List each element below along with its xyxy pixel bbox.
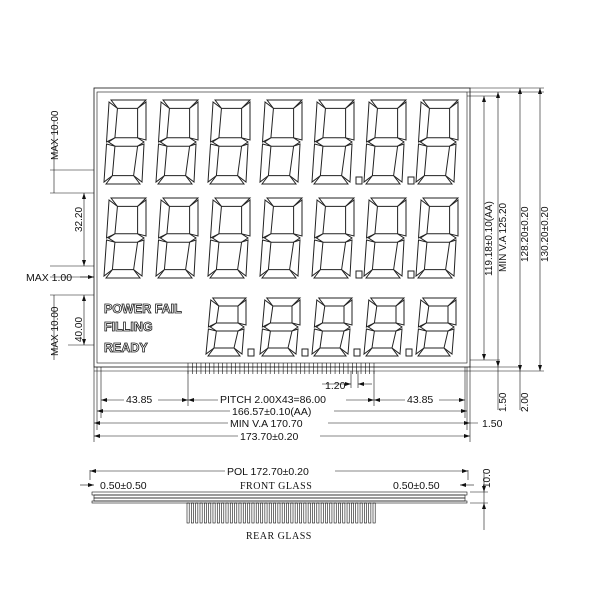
rear-glass-label: REAR GLASS	[246, 531, 312, 542]
digit	[205, 297, 255, 357]
digit	[415, 99, 460, 185]
digit	[259, 197, 304, 279]
digit	[363, 197, 415, 279]
digit	[259, 297, 309, 357]
front-glass-label: FRONT GLASS	[240, 481, 312, 492]
dim-pol-offset-right: 0.50±0.50	[393, 480, 440, 492]
dim-max-10-top: MAX 10.00	[50, 110, 61, 160]
dim-aa-width: 166.57±0.10(AA)	[232, 406, 311, 418]
digit	[415, 197, 460, 279]
digit	[207, 197, 252, 279]
indicator-labels: POWER FAIL FILLING READY	[104, 302, 183, 356]
dim-130-20: 130.20±0.20	[540, 206, 551, 262]
digit	[155, 197, 200, 279]
digit	[415, 297, 458, 357]
dim-2-00: 2.00	[520, 392, 531, 412]
dim-outline-width: 173.70±0.20	[240, 431, 298, 443]
dim-max-1-00: MAX 1.00	[26, 272, 72, 284]
digit	[207, 99, 252, 185]
dim-side-10-0: 10.0	[482, 468, 493, 488]
dim-pol-offset-left: 0.50±0.50	[100, 480, 147, 492]
dim-min-va-height: MIN V.A 125.20	[498, 202, 509, 272]
left-dimensions: MAX 10.00 32.20 MAX 1.00 MAX 10.00 40.00	[26, 110, 94, 360]
dim-max-10-bottom: MAX 10.00	[50, 306, 61, 356]
side-view: POL 172.70±0.20 0.50±0.50 0.50±0.50 FRON…	[80, 465, 493, 542]
dim-min-va-width: MIN V.A 170.70	[230, 418, 303, 430]
dim-1-50-b: 1.50	[482, 418, 503, 430]
digit	[103, 197, 148, 279]
side-pins	[186, 502, 376, 524]
dim-43-85-right: 43.85	[407, 394, 433, 406]
dim-aa-height: 119.18±0.10(AA)	[484, 201, 495, 276]
digit	[103, 99, 148, 185]
dim-128-20: 128.20±0.20	[520, 206, 531, 262]
dim-1-50-a: 1.50	[498, 392, 509, 412]
digit	[155, 99, 200, 185]
seven-segment-digits	[103, 99, 460, 357]
power-fail-label: POWER FAIL	[104, 302, 182, 316]
right-dimensions: 119.18±0.10(AA) MIN V.A 125.20 128.20±0.…	[467, 87, 551, 412]
bottom-dimensions: 1.20 43.85 PITCH 2.00X43=86.00 43.85 166…	[93, 367, 503, 443]
connector-pins	[187, 363, 375, 374]
digit	[311, 99, 363, 185]
digit	[311, 297, 361, 357]
lcd-outline	[93, 87, 471, 372]
digit	[259, 99, 304, 185]
digit	[363, 297, 413, 357]
filling-label: FILLING	[104, 320, 153, 334]
digit	[363, 99, 415, 185]
dim-43-85-left: 43.85	[126, 394, 152, 406]
dim-pitch: PITCH 2.00X43=86.00	[220, 394, 326, 406]
dim-32-20: 32.20	[74, 207, 85, 232]
dim-1-20: 1.20	[325, 380, 346, 392]
dim-pol-width: POL 172.70±0.20	[227, 466, 309, 478]
dim-40-00: 40.00	[74, 317, 85, 342]
digit	[311, 197, 363, 279]
ready-label: READY	[104, 341, 148, 355]
